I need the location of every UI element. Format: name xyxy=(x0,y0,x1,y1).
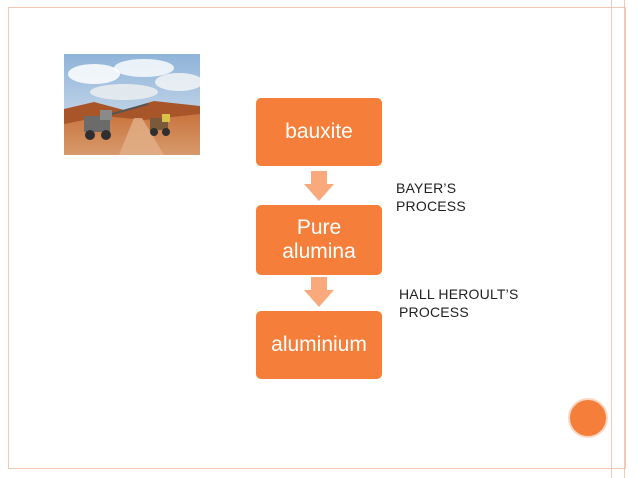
hall-heroult-process-line2: PROCESS xyxy=(399,304,469,320)
decorative-line xyxy=(611,0,612,478)
bauxite-label: bauxite xyxy=(285,120,353,143)
slide-frame xyxy=(8,7,626,469)
hall-heroult-process-label: HALL HEROULT’S PROCESS xyxy=(399,285,549,321)
mining-photo xyxy=(64,54,200,155)
aluminium-label: aluminium xyxy=(271,333,367,356)
pure-alumina-label: Pure alumina xyxy=(282,216,356,263)
down-arrow-icon xyxy=(304,277,334,307)
bauxite-box: bauxite xyxy=(256,98,382,166)
pure-alumina-box: Pure alumina xyxy=(256,205,382,275)
bayer-process-line2: PROCESS xyxy=(396,198,466,214)
decorative-line xyxy=(624,0,625,478)
hall-heroult-process-line1: HALL HEROULT’S xyxy=(399,286,519,302)
aluminium-box: aluminium xyxy=(256,311,382,379)
bayer-process-line1: BAYER’S xyxy=(396,180,457,196)
down-arrow-icon xyxy=(304,171,334,201)
bayer-process-label: BAYER’S PROCESS xyxy=(396,179,546,215)
decorative-circle xyxy=(568,398,608,438)
